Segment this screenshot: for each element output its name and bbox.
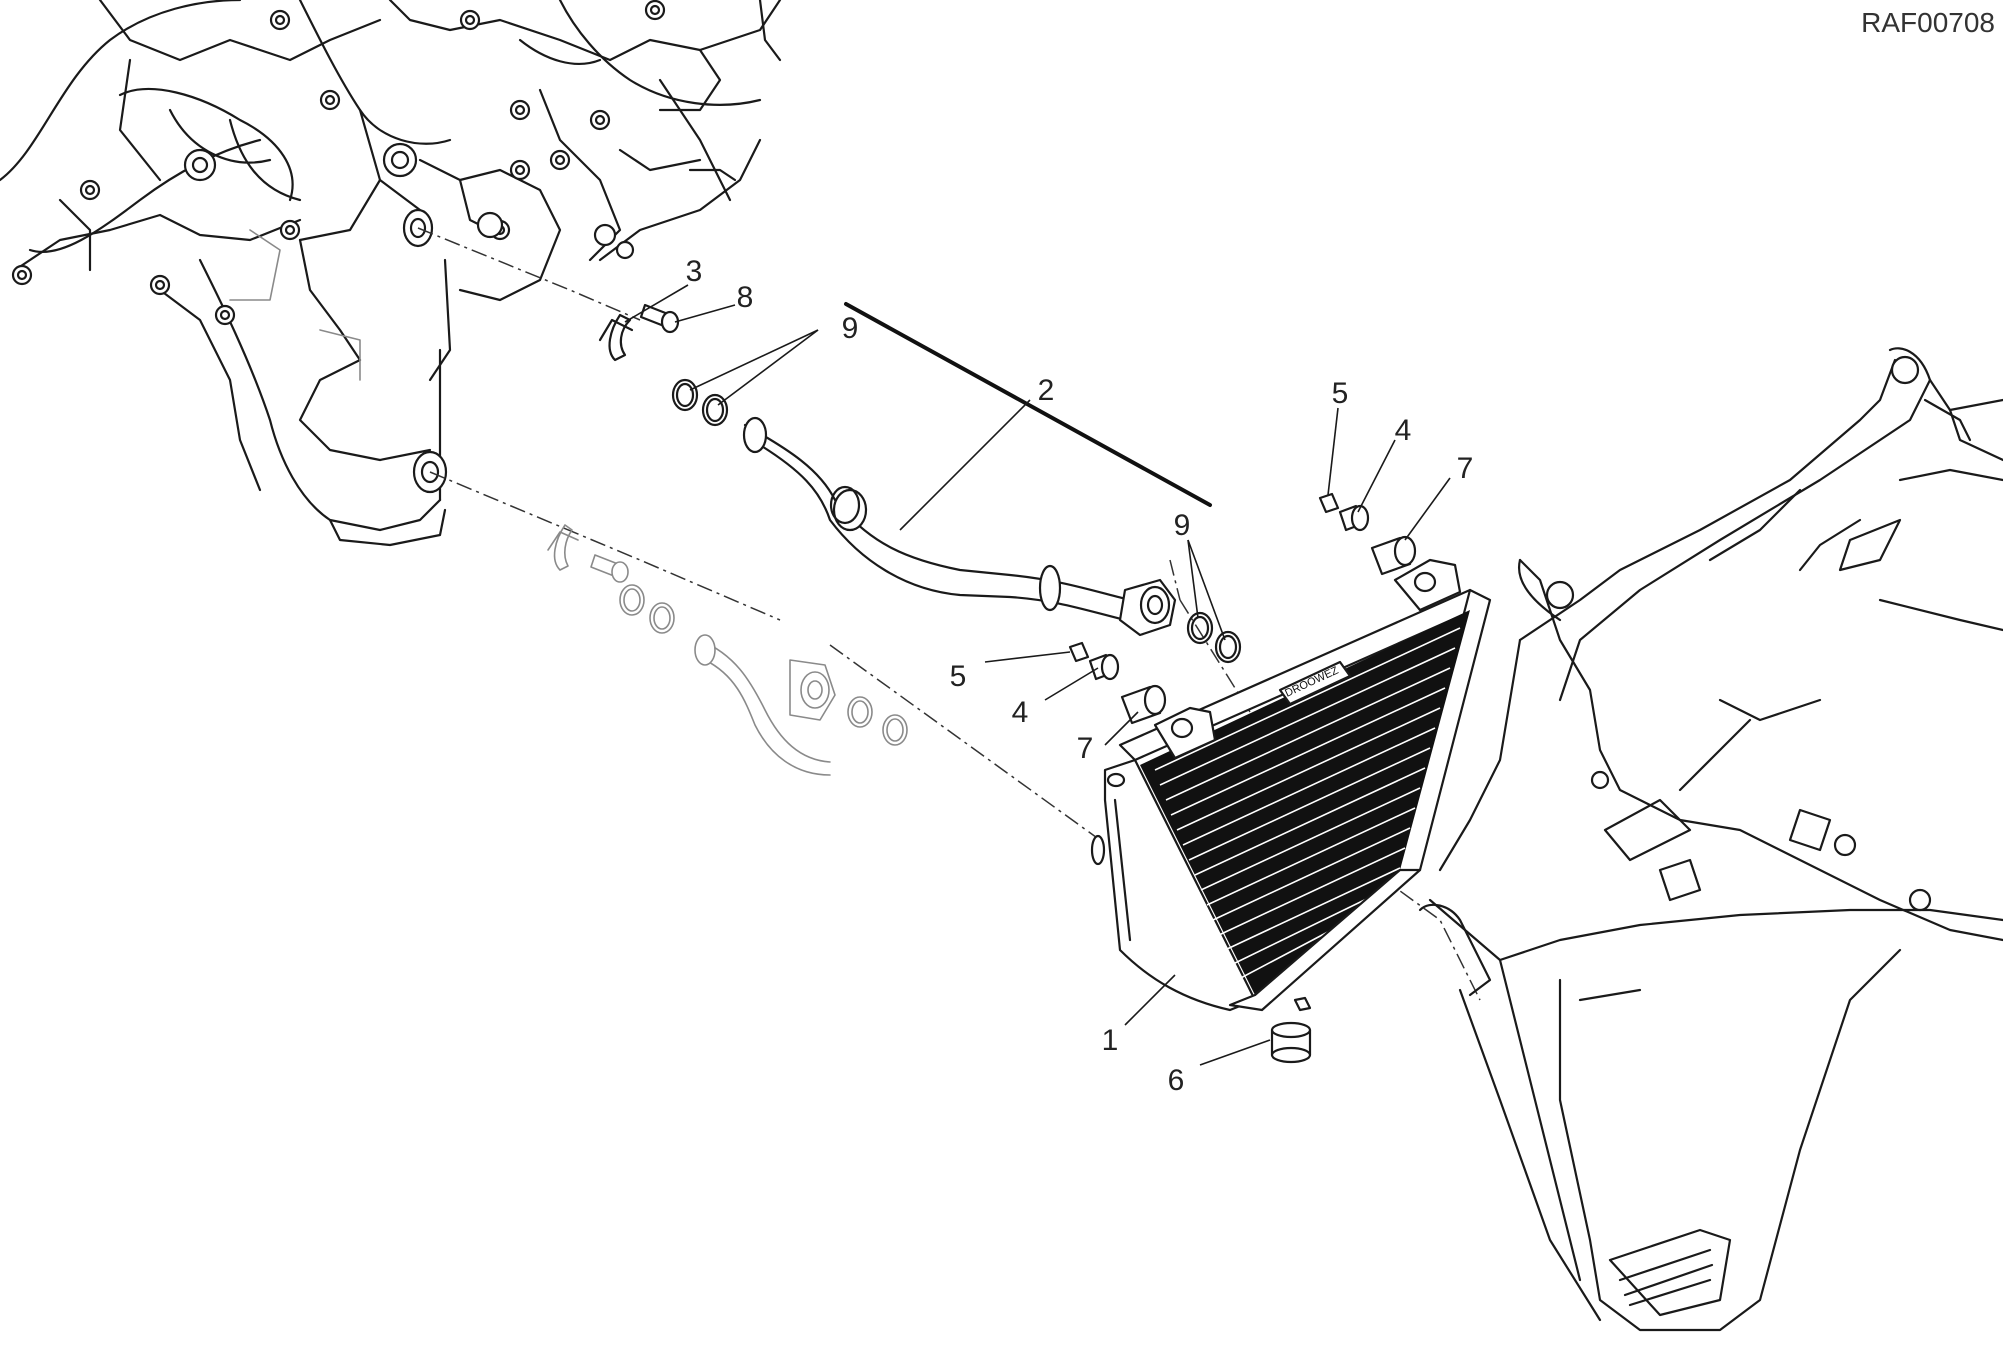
leader-lines (624, 284, 1451, 1066)
callout-8: 8 (737, 281, 754, 314)
reference-code: RAF00708 (1861, 7, 1995, 38)
part-1-oil-cooler: DROOWEZ (1090, 558, 1492, 1012)
callout-3: 3 (686, 255, 703, 288)
part-2-oil-hose-upper (742, 416, 1177, 637)
callout-9-upper: 9 (842, 312, 859, 345)
part-8-screw-upper (639, 303, 680, 334)
callout-4-lower: 4 (1012, 696, 1029, 729)
callout-7-upper: 7 (1457, 452, 1474, 485)
part-2-bracket (844, 302, 1212, 507)
parts-4-5-7-upper (1318, 492, 1417, 576)
callout-6: 6 (1168, 1064, 1185, 1097)
part-3-clip-upper (598, 313, 634, 362)
part-6-grommet (1270, 1021, 1312, 1064)
callout-labels: 3 8 9 2 9 5 4 7 5 4 7 1 6 (686, 255, 1474, 1097)
parts-4-5-7-lower (1068, 641, 1167, 725)
callout-1: 1 (1102, 1024, 1119, 1057)
callout-5-upper: 5 (1332, 377, 1349, 410)
callout-9-right: 9 (1174, 509, 1191, 542)
callout-5-lower: 5 (950, 660, 967, 693)
part-9-orings-right (1186, 611, 1242, 664)
callout-4-upper: 4 (1395, 414, 1412, 447)
callout-7-lower: 7 (1077, 732, 1094, 765)
lower-fitting-parts (547, 524, 908, 776)
engine-crankcase (0, 0, 782, 547)
part-9-orings-upper (671, 378, 729, 427)
callout-2: 2 (1038, 374, 1055, 407)
motorcycle-frame (1418, 347, 2003, 1332)
